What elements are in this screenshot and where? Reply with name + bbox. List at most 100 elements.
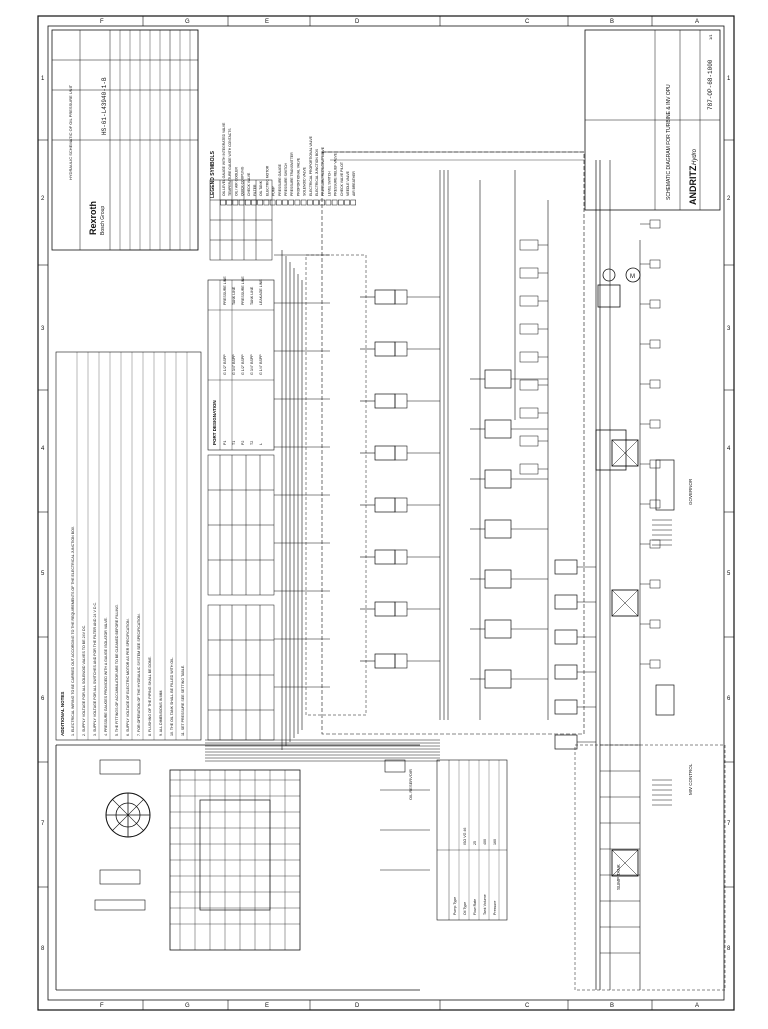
oil-value: 160 xyxy=(493,839,497,845)
legend-item: PRESSURE GAUGE xyxy=(278,163,282,196)
port-remark: LEAKAGE LINE xyxy=(259,279,263,305)
legend-block: LEGEND SYMBOLS OIL LEVEL GAUGE WITH INTE… xyxy=(210,122,356,206)
row-number: 5 xyxy=(727,571,731,577)
legend-item: CHECK VALVE PILOT xyxy=(340,162,344,196)
company-logo: Rexroth xyxy=(88,201,98,235)
component-box xyxy=(554,734,578,750)
legend-item: SOLENOID VALVE xyxy=(303,166,307,196)
port-name: P1 xyxy=(223,441,227,445)
note-item: 3. SUPPLY VOLTAGE FOR ALL SWITCHES AND F… xyxy=(93,602,97,736)
component-box xyxy=(554,699,578,715)
row-number: 2 xyxy=(41,196,45,202)
frame-ticks xyxy=(38,16,734,1010)
legend-symbol xyxy=(269,199,276,206)
setting-table xyxy=(209,179,273,261)
valve-table xyxy=(207,454,275,596)
component-box xyxy=(484,419,512,439)
component-box xyxy=(595,429,627,471)
component-box xyxy=(649,299,661,309)
oil-desc: Pressure xyxy=(493,901,497,915)
legend-item: ELECTRIC MOTOR xyxy=(265,165,269,196)
component-box xyxy=(519,323,539,335)
port-remark: PRESSURE LINE xyxy=(241,276,245,305)
legend-item: NEEDLE VALVE xyxy=(346,170,350,196)
component-box xyxy=(519,295,539,307)
port-size: G 1/2" BSPP xyxy=(241,354,245,375)
component-box xyxy=(649,499,661,509)
oil-value: 400 xyxy=(483,839,487,845)
component-box xyxy=(554,629,578,645)
legend-item: LEVEL SWITCH xyxy=(327,171,331,196)
component-box xyxy=(649,659,661,669)
row-markers-left: 1 2 3 4 5 6 7 8 xyxy=(41,76,45,952)
component-box xyxy=(554,594,578,610)
col-letter: F xyxy=(100,1003,104,1009)
legend-symbol xyxy=(220,199,226,206)
legend-symbol xyxy=(344,199,350,206)
rexroth-drawing-number: HS-61-L43940-1-B xyxy=(101,77,108,135)
port-table-header: PORT DESIGNATION xyxy=(212,400,217,445)
drawing-title: SCHEMATIC DIAGRAM FOR TURBINE & INV OPU xyxy=(666,84,672,200)
legend-symbol xyxy=(331,199,338,206)
component-box xyxy=(554,559,578,575)
port-size: G 3/4" BSPP xyxy=(232,354,236,375)
component-box xyxy=(649,619,661,629)
hydraulic-title: HYDRAULIC SCHEMATIC OF OIL PRESSURE UNIT xyxy=(68,84,73,180)
legend-item: PRESSURE TRANSMITTER xyxy=(290,152,294,196)
port-remark: TANK LINE xyxy=(250,286,254,305)
col-letter: D xyxy=(355,1003,360,1009)
sheet-number: 1/1 xyxy=(708,34,713,40)
oil-value: 25 xyxy=(473,841,477,845)
pump-assembly-hub xyxy=(105,792,151,838)
component-box xyxy=(519,379,539,391)
component-box xyxy=(374,393,396,409)
col-letter: B xyxy=(610,19,614,25)
note-item: 8. FLUSHING OF THE PIPING SHALL BE DONE. xyxy=(148,656,152,736)
valve-enclosure xyxy=(305,254,367,716)
revision-table xyxy=(119,29,199,251)
component-box xyxy=(611,439,639,467)
legend-item: PROPORTIONAL VALVE xyxy=(296,157,300,196)
electric-motor-2 xyxy=(602,268,616,282)
component-box xyxy=(394,653,408,669)
legend-item: AIR BREATHER xyxy=(352,171,356,196)
sump-enclosure xyxy=(574,744,726,991)
note-item: 2. SUPPLY VOLTAGE FOR ALL SOLENOID VALVE… xyxy=(82,625,86,736)
component-box xyxy=(554,664,578,680)
note-item: 10. THE OIL TANK SHALL BE FILLED WITH OI… xyxy=(170,657,174,736)
component-box xyxy=(374,497,396,513)
component-box xyxy=(649,379,661,389)
legend-item: ELECTRICAL JUNCTION BOX xyxy=(315,148,319,196)
component-box xyxy=(655,459,675,511)
component-box xyxy=(649,539,661,549)
unit-enclosure xyxy=(321,151,585,735)
component-box xyxy=(99,759,141,775)
oil-desc: Oil Type xyxy=(463,902,467,915)
component-box xyxy=(519,267,539,279)
component-box xyxy=(484,669,512,689)
component-box xyxy=(649,419,661,429)
component-box xyxy=(374,601,396,617)
legend-item: PUMP xyxy=(272,185,276,196)
component-box xyxy=(649,579,661,589)
drawing-number: 787-OP-68-1000 xyxy=(707,59,714,110)
col-letter: E xyxy=(265,19,269,25)
component-box xyxy=(649,459,661,469)
component-box xyxy=(394,341,408,357)
legend-symbol xyxy=(288,199,294,206)
legend-item: OIL / AIR COOLER xyxy=(234,167,238,196)
col-letter: G xyxy=(185,19,190,25)
legend-symbol xyxy=(232,199,239,206)
oil-desc: Pump Type xyxy=(453,897,457,915)
oil-desc: Flow Rate xyxy=(473,899,477,915)
legend-symbol xyxy=(325,199,332,206)
legend-item: FILTER xyxy=(253,184,257,196)
legend-symbol xyxy=(238,199,245,206)
legend-symbol xyxy=(282,199,288,206)
component-box xyxy=(394,601,408,617)
legend-symbol xyxy=(294,199,301,206)
pipe-line xyxy=(611,589,639,617)
